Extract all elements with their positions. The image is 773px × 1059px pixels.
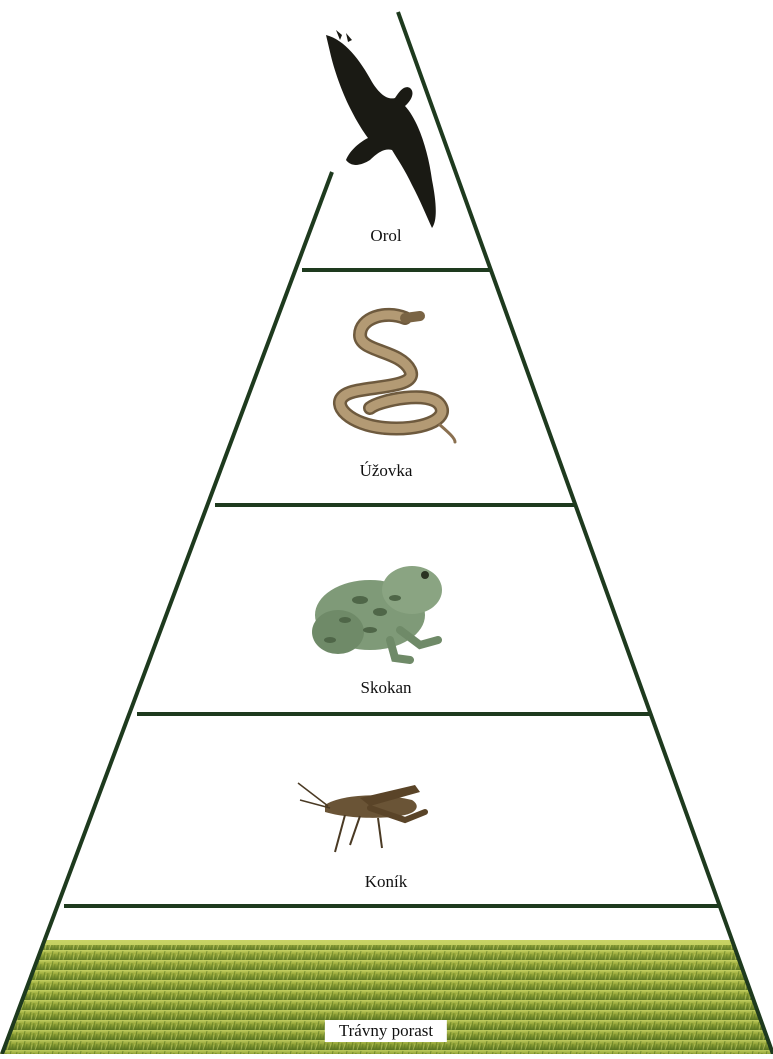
pyramid-outline [2,12,773,1054]
label-snake: Úžovka [360,461,413,481]
label-grasshopper: Koník [365,872,408,892]
snake-icon [340,315,455,442]
grasshopper-icon [298,783,425,852]
eagle-icon [326,30,436,228]
label-frog: Skokan [361,678,412,698]
label-eagle: Orol [370,226,401,246]
label-grass: Trávny porast [325,1020,447,1042]
frog-icon [312,566,442,660]
